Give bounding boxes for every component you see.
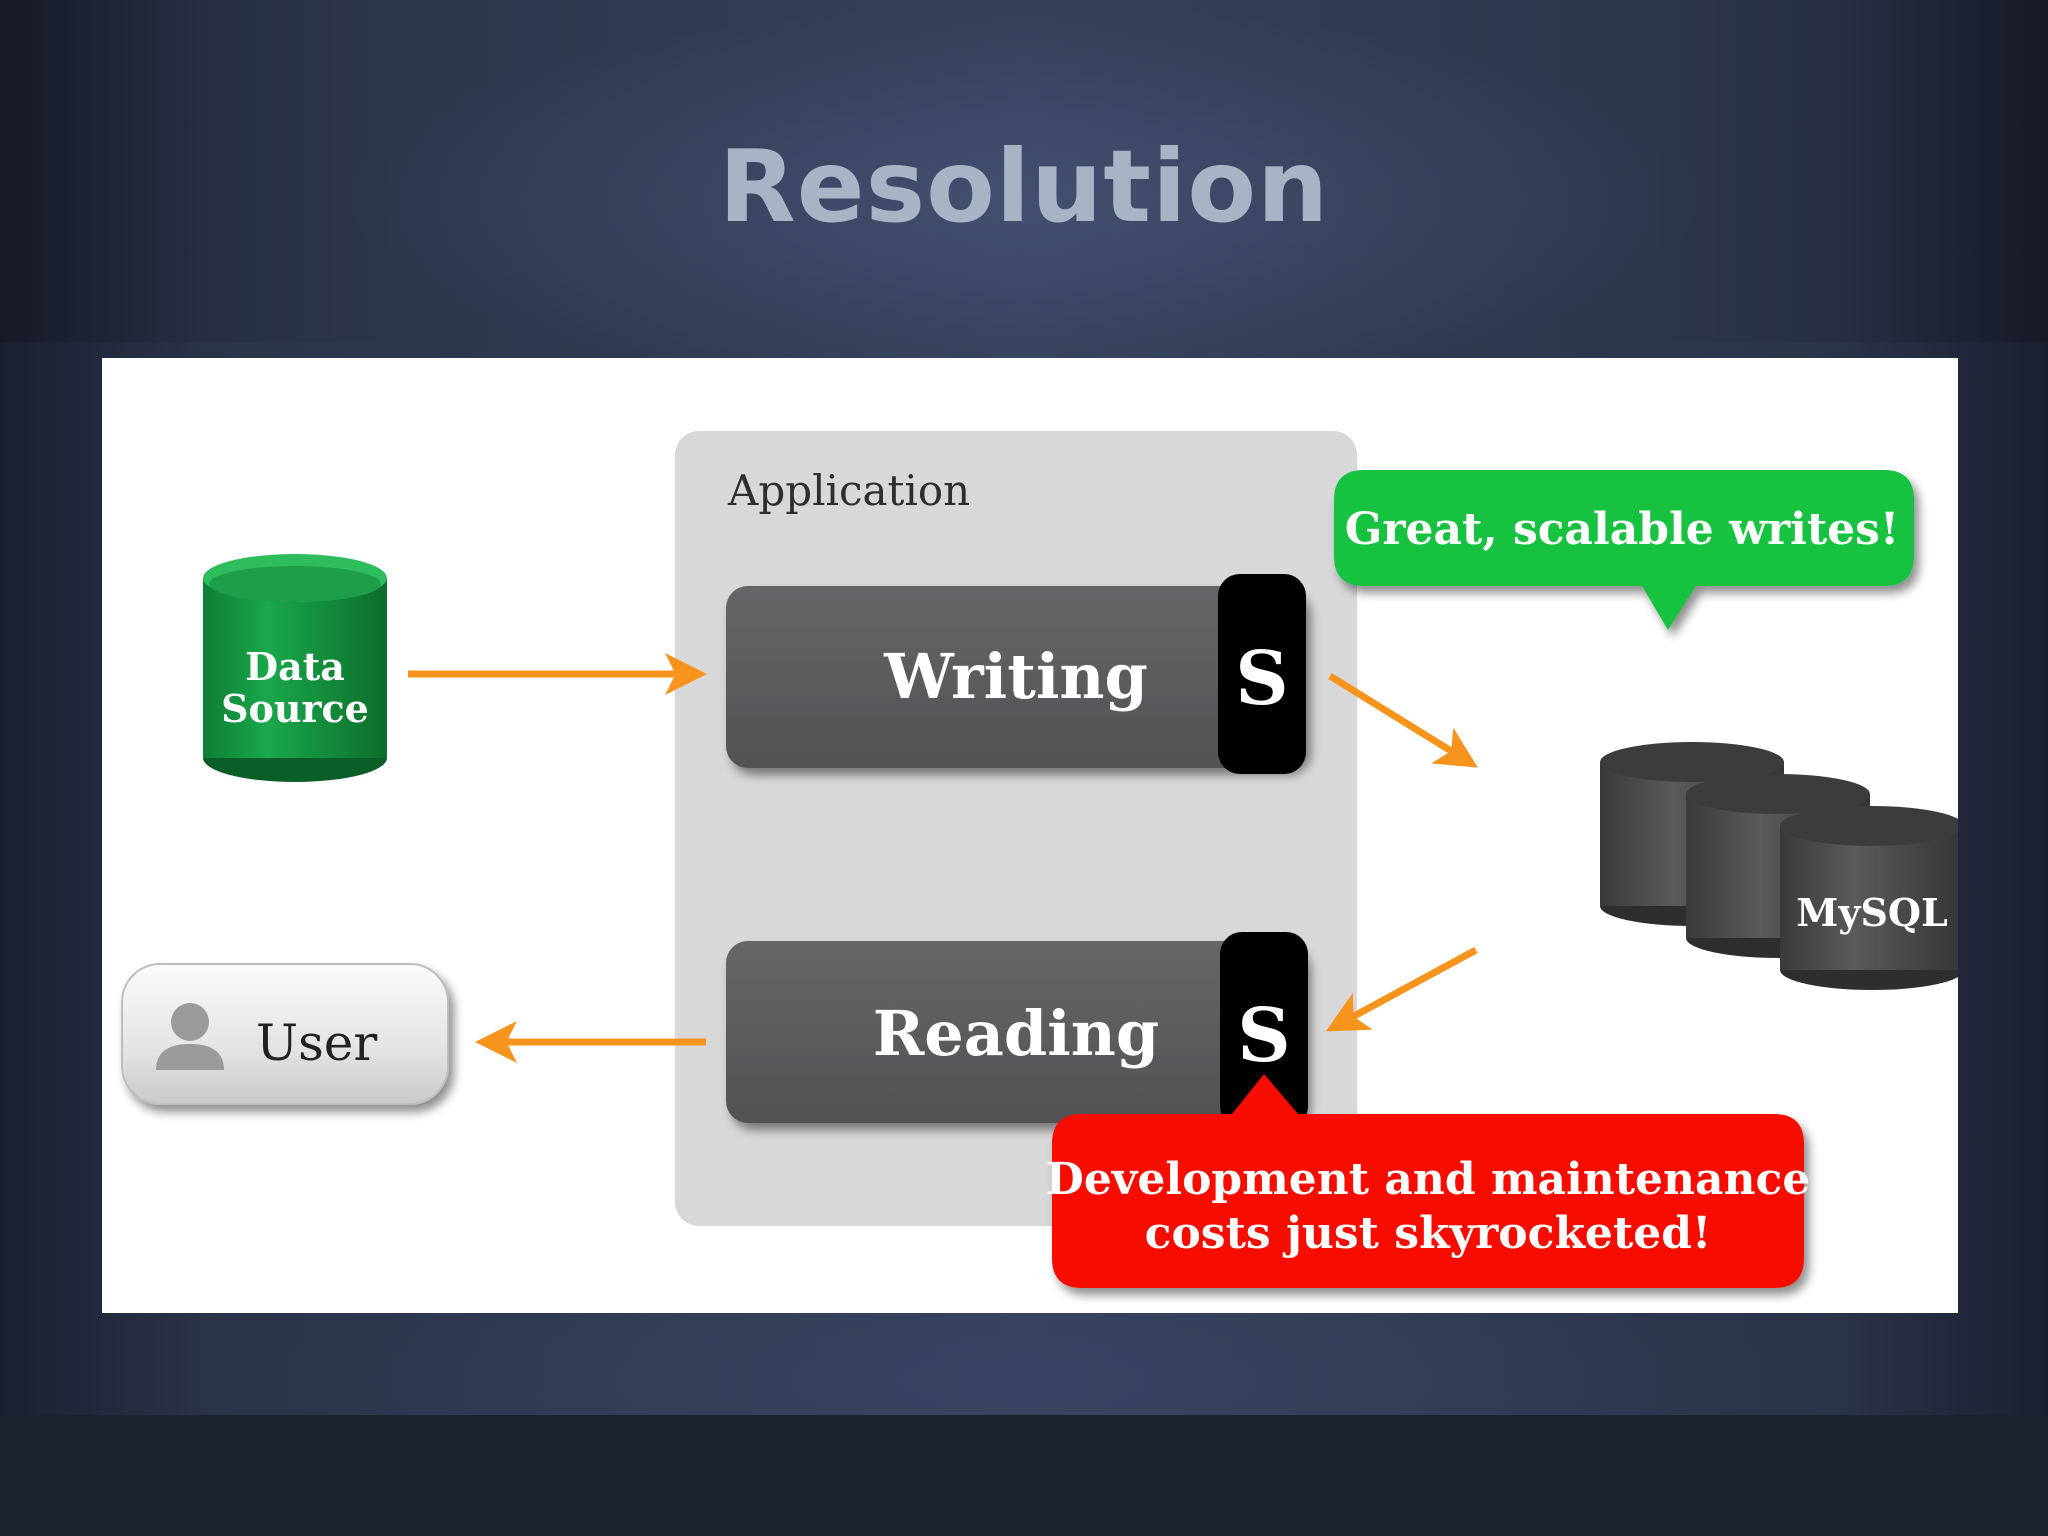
writing-shard-marker: S [1218, 574, 1306, 774]
architecture-diagram: Application Writing S Reading S Data Sou… [121, 431, 1958, 1288]
application-label: Application [727, 466, 970, 515]
data-source-cylinder-icon [203, 554, 387, 782]
data-source-label-line1: Data [245, 644, 345, 689]
writing-module [726, 586, 1306, 768]
reading-label: Reading [873, 997, 1159, 1070]
writing-shard-letter: S [1235, 636, 1288, 722]
callout-writes-text: Great, scalable writes! [1345, 504, 1900, 555]
mysql-label: MySQL [1796, 890, 1947, 935]
diagram-canvas: Application Writing S Reading S Data Sou… [102, 358, 1958, 1313]
callout-costs-line1: Development and maintenance [1046, 1154, 1811, 1205]
reading-shard-letter: S [1237, 993, 1290, 1079]
arrow-mysql-to-reading [1325, 946, 1478, 1032]
writing-label: Writing [883, 640, 1148, 713]
callout-costs [1052, 1074, 1804, 1288]
user-person-icon [156, 1003, 224, 1070]
title-band [0, 0, 2048, 342]
data-source-label-line2: Source [221, 686, 369, 731]
callout-costs-line2: costs just skyrocketed! [1145, 1208, 1712, 1259]
arrow-writing-to-mysql [1328, 673, 1478, 768]
reading-module [726, 941, 1306, 1123]
reading-shard-marker: S [1220, 932, 1308, 1128]
user-label: User [256, 1014, 377, 1072]
footer-band [0, 1415, 2048, 1536]
mysql-cylinder-icon-3 [1780, 806, 1958, 990]
slide-title: Resolution [718, 128, 1330, 245]
callout-scalable-writes [1334, 470, 1914, 630]
